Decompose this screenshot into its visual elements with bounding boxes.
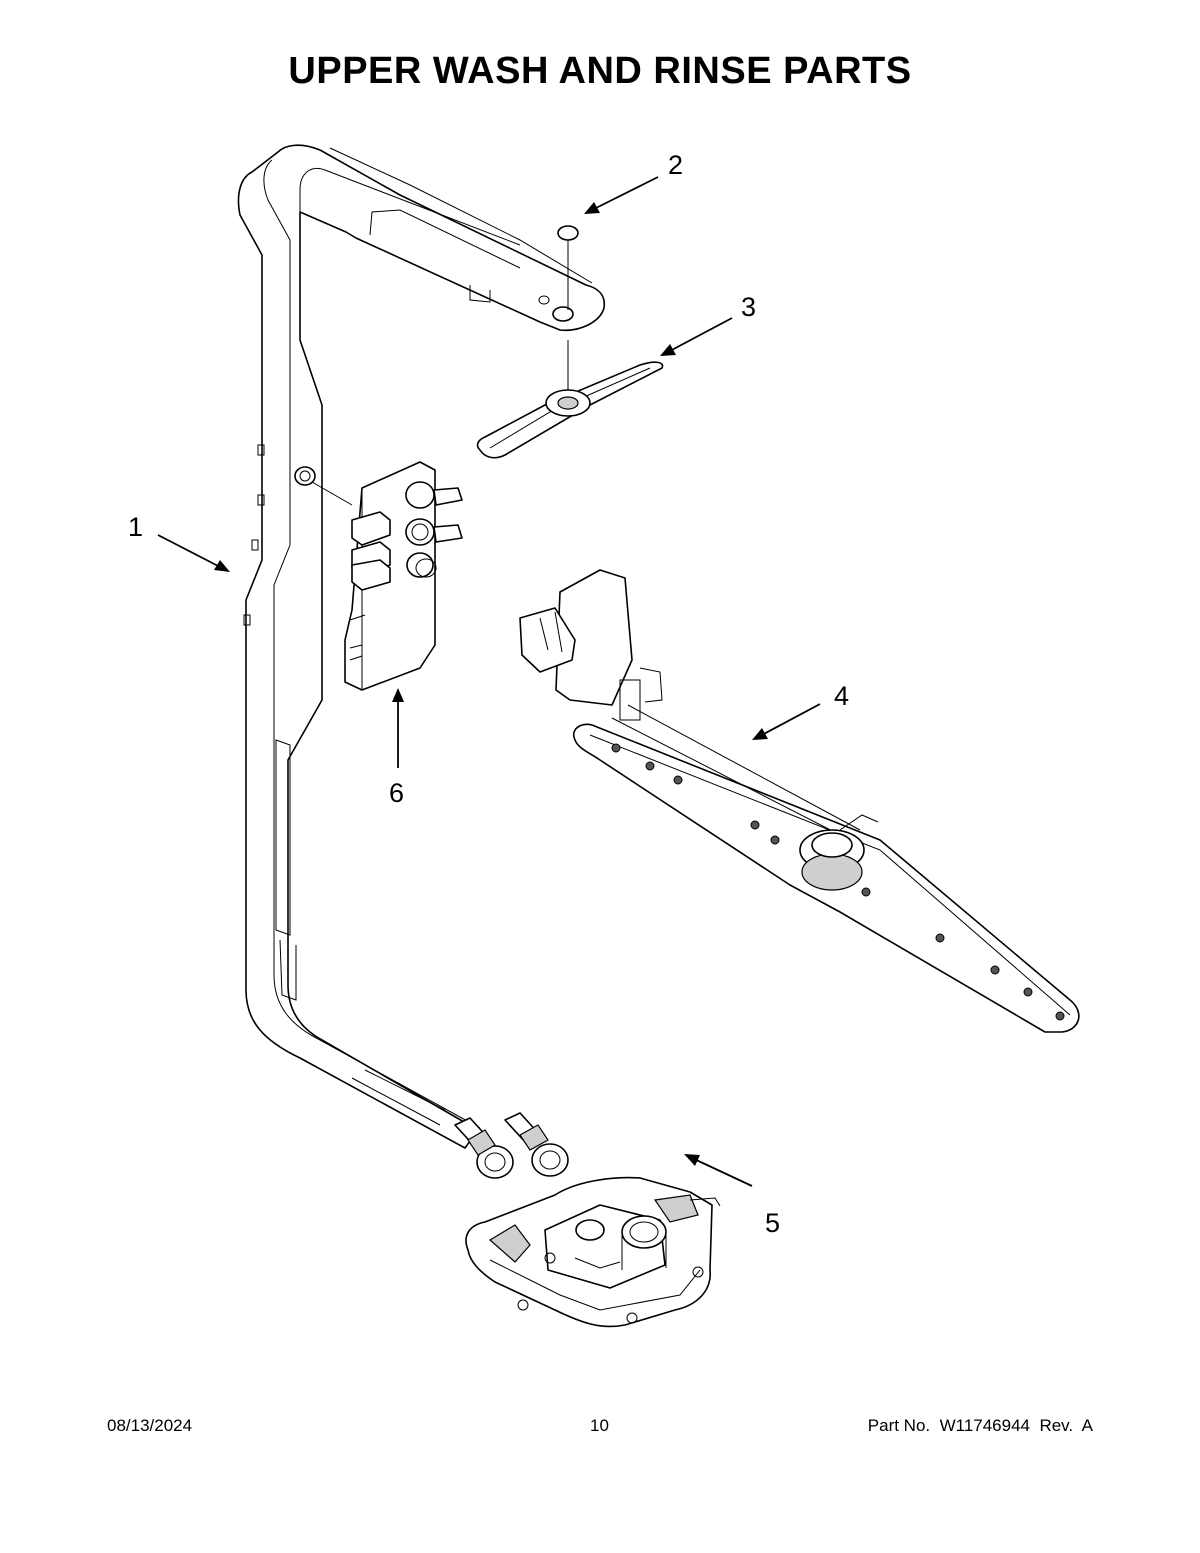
part-3-upper-spray-arm[interactable] (476, 361, 664, 459)
callout-arrows (157, 176, 821, 1187)
footer-date: 08/13/2024 (107, 1416, 193, 1435)
part-5-pump-housing[interactable] (465, 1176, 721, 1328)
part-1-supply-tube[interactable] (237, 144, 606, 1149)
callout-5: 5 (765, 1208, 780, 1238)
callout-6: 6 (389, 778, 404, 808)
page-title: UPPER WASH AND RINSE PARTS (288, 50, 912, 92)
footer-part-number: Part No. W11746944 Rev. A (867, 1416, 1093, 1435)
footer-page-number: 10 (590, 1416, 609, 1435)
part-4-lower-spray-arm[interactable] (519, 569, 1080, 1033)
supply-tube-fittings (454, 1112, 569, 1179)
part-6-diverter-bracket[interactable] (311, 461, 463, 691)
callout-2: 2 (668, 150, 683, 180)
callout-3: 3 (741, 292, 756, 322)
part-2-cap[interactable] (557, 225, 579, 390)
callout-1: 1 (128, 512, 143, 542)
callout-4: 4 (834, 681, 849, 711)
